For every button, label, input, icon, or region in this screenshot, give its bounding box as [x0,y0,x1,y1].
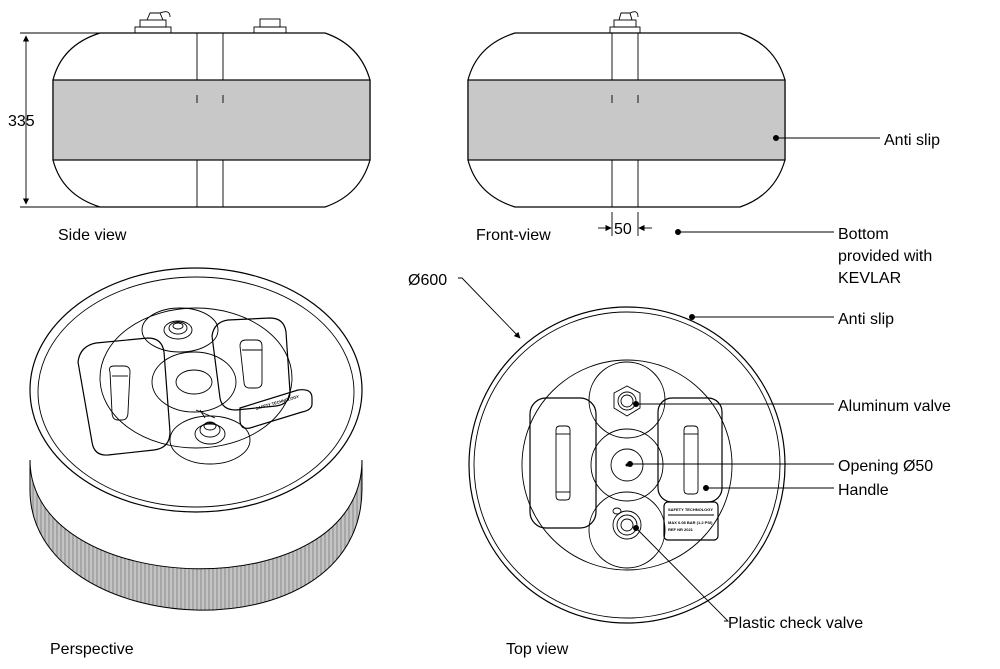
top-view: SAFETY TECHNOLOGY MAX 0.08 BAR (1.2 PSI)… [408,272,951,658]
callout-leader [635,527,730,622]
top-view-inner-disc [521,359,733,571]
top-view-label-plate: SAFETY TECHNOLOGY MAX 0.08 BAR (1.2 PSI)… [663,501,719,541]
callout-handle: Handle [838,482,889,499]
perspective-side-wall [29,459,363,611]
top-view-aluminum-valve-icon [613,385,641,417]
diameter-dimension-label: Ø600 [408,272,447,289]
perspective-opening-pad [151,351,237,413]
side-cap-icon [253,18,287,34]
side-view-title: Side view [58,227,127,244]
perspective-view: SAFETY TECHNOLOGY Perspective [29,267,363,658]
callout-aluminum-valve: Aluminum valve [838,398,951,415]
height-dimension-label: 335 [8,113,35,130]
top-view-opening-pad [590,428,664,502]
top-view-inner-rim [473,311,781,619]
top-view-valve-pad [588,491,666,569]
top-view-label-line3: REF NR 2021 [668,527,694,532]
callout-opening: Opening Ø50 [838,458,933,475]
perspective-aluminum-valve-icon [163,320,193,340]
top-view-check-valve-icon [612,507,642,540]
front-view-title: Front-view [476,227,551,244]
top-view-label-line1: SAFETY TECHNOLOGY [668,507,713,512]
top-view-handle-left-icon [529,397,597,529]
strap-dimension-label: 50 [614,221,632,238]
front-view-body [467,32,786,208]
top-view-label-line2: MAX 0.08 BAR (1.2 PSI) [668,520,713,525]
front-valve-icon [609,11,641,34]
front-view-anti-slip-band [467,79,786,161]
perspective-top-rim [37,276,355,508]
side-view: 335 Side view [8,11,371,244]
side-valve-icon [134,11,172,34]
callout-bottom-line1: Bottom [838,226,889,243]
callout-bottom-line2: provided with [838,248,932,265]
diameter-leader [458,277,521,339]
perspective-handle-left-icon [77,337,171,456]
callout-bottom-line3: KEVLAR [838,270,901,287]
top-view-outer-rim [468,306,786,624]
callout-check-valve: Plastic check valve [728,615,863,632]
perspective-check-valve-icon [194,409,226,445]
side-view-body [52,32,371,208]
perspective-valve-pad [141,307,219,353]
perspective-inner-disc [99,307,293,449]
top-view-title: Top view [506,641,569,658]
perspective-top-ellipse [29,267,363,513]
front-view: 50 Front-view Anti slip Bottom provided … [467,11,940,287]
perspective-opening-icon [175,369,213,395]
callout-anti-slip-front: Anti slip [884,132,940,149]
perspective-title: Perspective [50,641,134,658]
top-view-valve-pad [588,361,666,439]
top-view-handle-right-icon [657,397,723,503]
callout-anti-slip-top: Anti slip [838,311,894,328]
side-view-anti-slip-band [52,79,371,161]
top-view-opening-icon [610,448,644,482]
